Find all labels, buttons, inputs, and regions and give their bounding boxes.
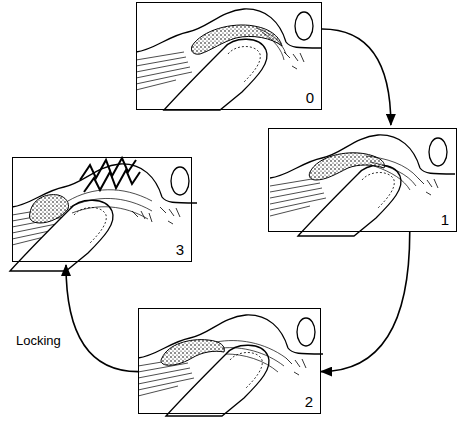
cycle-arrow (66, 265, 138, 372)
panel-frame: 3 (12, 157, 192, 262)
callout-number: 0 (304, 90, 316, 107)
callout-number: 2 (303, 394, 315, 411)
panel-frame: 2 (138, 308, 321, 414)
panel-frame: 0 (136, 2, 322, 110)
cycle-arrow (322, 29, 391, 125)
panel-frame: 1 (268, 128, 457, 232)
callout-number: 3 (174, 242, 186, 259)
cycle-arrow (321, 232, 410, 372)
arrow-label: Locking (14, 333, 63, 349)
callout-number: 1 (439, 212, 451, 229)
pain-symbol (80, 158, 140, 192)
